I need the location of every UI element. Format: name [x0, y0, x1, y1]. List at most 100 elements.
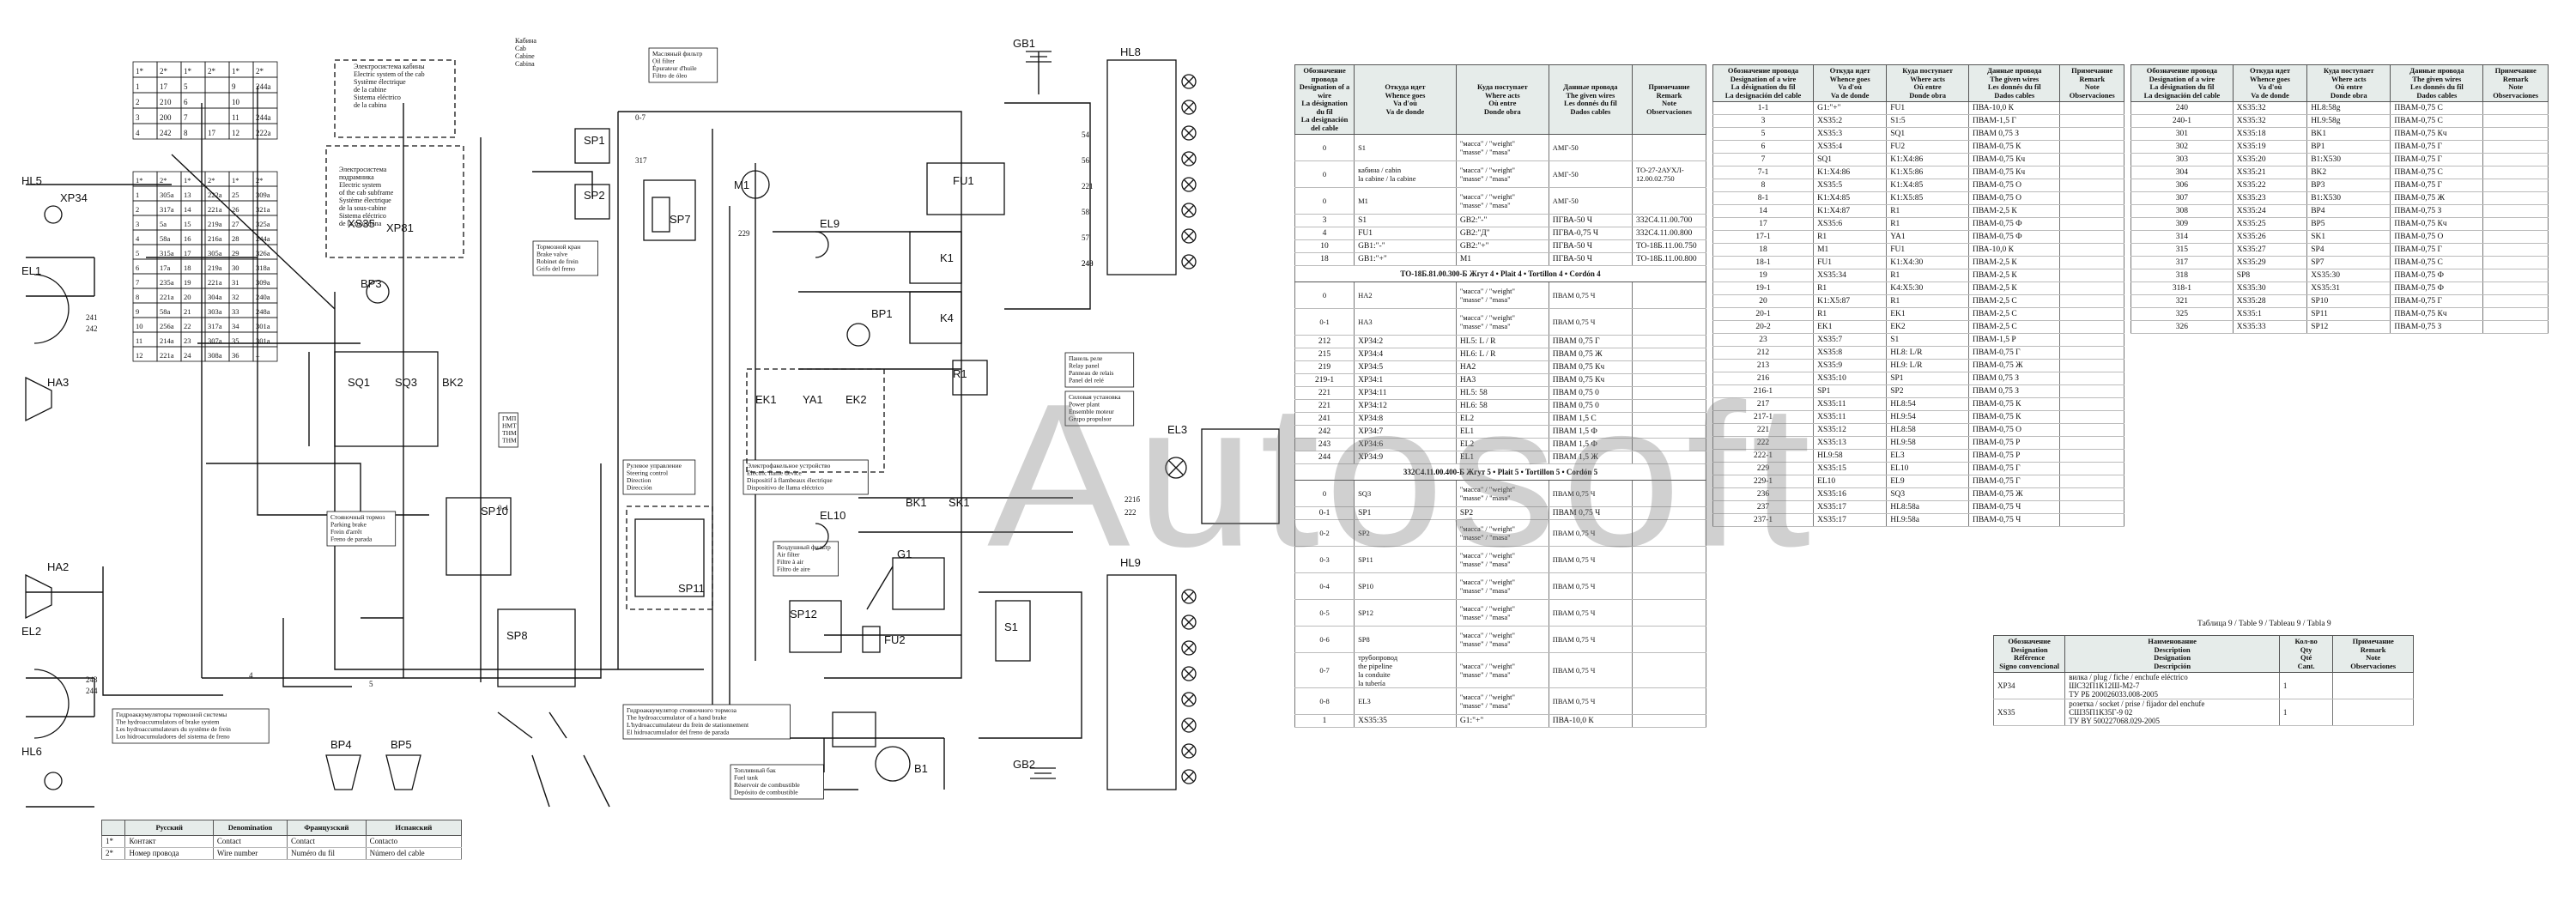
- lamp-symbol: [1181, 640, 1197, 656]
- table-cell: SP12: [2306, 320, 2391, 334]
- table-cell: ПВАМ-0,75 Г: [1968, 462, 2061, 475]
- pin-table-cell: 14: [184, 205, 191, 214]
- legend-header: Французский: [287, 820, 367, 836]
- table-cell: 1-1: [1712, 101, 1815, 115]
- pin-table-cell: 17: [208, 129, 216, 137]
- table-cell: SP12: [1354, 599, 1457, 627]
- table-cell: ПВАМ-0,75 З: [2390, 320, 2484, 334]
- table-cell: 1: [2278, 672, 2334, 699]
- table-cell: GB2:"Д": [1455, 227, 1549, 240]
- lamp-symbol: [1181, 717, 1197, 733]
- table-cell: [1631, 386, 1707, 400]
- lamp-symbol: [1181, 614, 1197, 630]
- table-cell: [2482, 204, 2549, 218]
- table-cell: K1:X5:85: [1886, 191, 1970, 205]
- pin-table-cell: 317a: [160, 205, 174, 214]
- table-cell: ПВАМ-2,5 К: [1968, 204, 2061, 218]
- table-cell: EL3: [1886, 449, 1970, 463]
- table-cell: XS35:20: [2232, 153, 2308, 166]
- legend-cell: Номер провода: [124, 847, 214, 860]
- legend-header: Испанский: [365, 820, 463, 836]
- pin-table-cell: 303a: [208, 307, 222, 316]
- pin-table-header: 2*: [160, 67, 168, 76]
- table-cell: 315: [2131, 243, 2234, 257]
- table-cell: 212: [1294, 335, 1355, 348]
- table-cell: 213: [1712, 359, 1815, 372]
- table-cell: XS35:31: [2306, 281, 2391, 295]
- legend-cell: 2*: [100, 847, 126, 860]
- component-bk2: BK2: [442, 376, 464, 389]
- table-cell: ПВАМ-0,75 К: [1968, 140, 2061, 154]
- table-cell: XP34:9: [1354, 451, 1457, 464]
- table-cell: YA1: [1886, 230, 1970, 244]
- component-hl8: HL8: [1120, 45, 1141, 58]
- pin-table-cell: 240a: [256, 293, 270, 301]
- wire-number: 57: [1082, 233, 1090, 242]
- component-b1: B1: [914, 762, 928, 775]
- table-cell: 1: [1294, 714, 1355, 728]
- table-cell: SP1: [1354, 506, 1457, 520]
- table-cell: 4: [1294, 227, 1355, 240]
- table-cell: EL2: [1455, 412, 1549, 426]
- table-cell: ПВАМ 0,75 Ч: [1548, 308, 1633, 336]
- table-cell: SP10: [1354, 572, 1457, 600]
- table-cell: HL9:54: [1886, 410, 1970, 424]
- table-cell: 216-1: [1712, 384, 1815, 398]
- wire-number: 317: [635, 156, 647, 165]
- table-cell: ПВАМ-0,75 С: [2390, 166, 2484, 179]
- table-cell: [2482, 243, 2549, 257]
- pin-table-cell: 17a: [160, 263, 171, 272]
- table-cell: SP2: [1354, 519, 1457, 547]
- table-cell: [2482, 166, 2549, 179]
- table-cell: SP8: [1354, 626, 1457, 653]
- table-cell: BK2: [2306, 166, 2391, 179]
- table-cell: [2059, 513, 2124, 527]
- table-cell: XS35:11: [1813, 410, 1888, 424]
- wire-number: 221б: [1124, 495, 1141, 504]
- table-cell: "масса" / "weight""masse" / "masa": [1455, 308, 1549, 336]
- pin-table-cell: 242: [160, 129, 172, 137]
- pin-table-cell: 58a: [160, 307, 171, 316]
- pin-table-cell: 11: [136, 336, 142, 345]
- table-cell: 0: [1294, 281, 1355, 309]
- oil-filter-box: [648, 47, 718, 83]
- pin-table-cell: 244a: [256, 234, 270, 243]
- table-cell: HL9: L/R: [1886, 359, 1970, 372]
- table-cell: 302: [2131, 140, 2234, 154]
- table-cell: XS35:6: [1813, 217, 1888, 231]
- component-gb1: GB1: [1013, 37, 1035, 50]
- table-cell: ПВАМ-0,75 Ч: [1968, 500, 2061, 514]
- table-cell: [2482, 179, 2549, 192]
- pin-table-cell: 30: [232, 263, 239, 272]
- lamp-symbol: [1181, 666, 1197, 681]
- table-cell: XS35:35: [1354, 714, 1457, 728]
- table-cell: ПВАМ-0,75 О: [1968, 191, 2061, 205]
- pin-table-cell: 325a: [256, 220, 270, 228]
- table-cell: [1631, 626, 1707, 653]
- pin-table-cell: 19: [184, 278, 191, 287]
- table-cell: 0-4: [1294, 572, 1355, 600]
- table-cell: 236: [1712, 487, 1815, 501]
- table-cell: FU1: [1813, 256, 1888, 269]
- table-cell: ПВАМ-0,75 С: [2390, 256, 2484, 269]
